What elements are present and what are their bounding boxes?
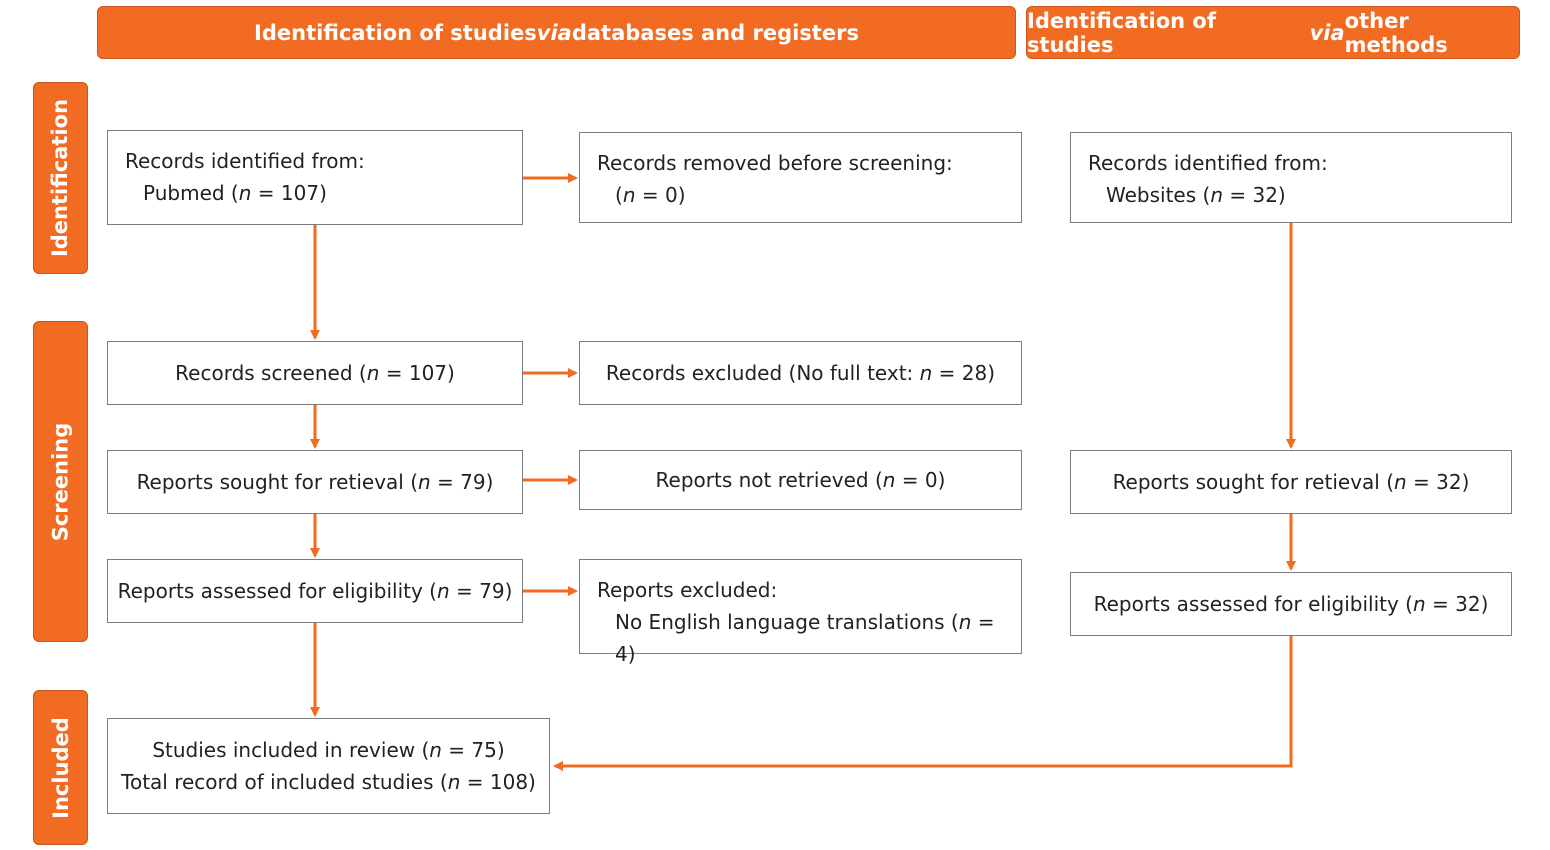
header-databases-pre: Identification of studies [254,20,537,45]
records-identified-web-line2: Websites (n = 32) [1106,183,1286,207]
reports-sought-db-text: Reports sought for retieval (n = 79) [136,470,494,494]
box-reports-excluded: Reports excluded: No English language tr… [579,559,1022,666]
box-records-screened: Records screened (n = 107) [107,341,523,405]
reports-not-retrieved-text: Reports not retrieved (n = 0) [655,468,946,492]
records-identified-db-line1: Records identified from: [125,149,365,173]
box-reports-sought-db: Reports sought for retieval (n = 79) [107,450,523,514]
header-other-pre: Identification of studies [1027,8,1216,57]
records-excluded-text: Records excluded (No full text: n = 28) [605,361,996,385]
box-records-removed: Records removed before screening: (n = 0… [579,132,1022,223]
records-identified-web-line1: Records identified from: [1088,151,1328,175]
box-records-identified-web: Records identified from: Websites (n = 3… [1070,132,1512,223]
reports-assessed-web-text: Reports assessed for eligibility (n = 32… [1093,592,1489,616]
arrow-web-assessed-to-included [553,636,1293,771]
header-other-post: other methods [1344,8,1448,57]
box-reports-assessed-web: Reports assessed for eligibility (n = 32… [1070,572,1512,636]
box-records-excluded: Records excluded (No full text: n = 28) [579,341,1022,405]
header-other-via: via [1309,20,1345,45]
studies-included-line1: Studies included in review (n = 75) [152,738,505,762]
reports-sought-web-text: Reports sought for retieval (n = 32) [1112,470,1470,494]
box-reports-assessed-db: Reports assessed for eligibility (n = 79… [107,559,523,623]
header-databases-via: via [536,20,572,45]
reports-excluded-line2: No English language translations (n = 4) [615,610,995,666]
stage-screening: Screening [33,321,88,642]
box-reports-not-retrieved: Reports not retrieved (n = 0) [579,450,1022,510]
reports-assessed-db-text: Reports assessed for eligibility (n = 79… [117,579,513,603]
header-databases-post: databases and registers [571,20,859,45]
box-records-identified-db: Records identified from: Pubmed (n = 107… [107,130,523,225]
box-reports-sought-web: Reports sought for retieval (n = 32) [1070,450,1512,514]
records-removed-line1: Records removed before screening: [597,151,953,175]
records-screened-text: Records screened (n = 107) [175,361,455,385]
records-removed-line2: (n = 0) [615,183,686,207]
header-databases-registers: Identification of studies via databases … [97,6,1016,59]
studies-included-line2: Total record of included studies (n = 10… [121,770,536,794]
reports-excluded-line1: Reports excluded: [597,578,778,602]
box-studies-included: Studies included in review (n = 75) Tota… [107,718,550,814]
records-identified-db-line2: Pubmed (n = 107) [143,181,327,205]
stage-included: Included [33,690,88,845]
header-other-methods: Identification of studies via other meth… [1026,6,1520,59]
stage-identification: Identification [33,82,88,274]
